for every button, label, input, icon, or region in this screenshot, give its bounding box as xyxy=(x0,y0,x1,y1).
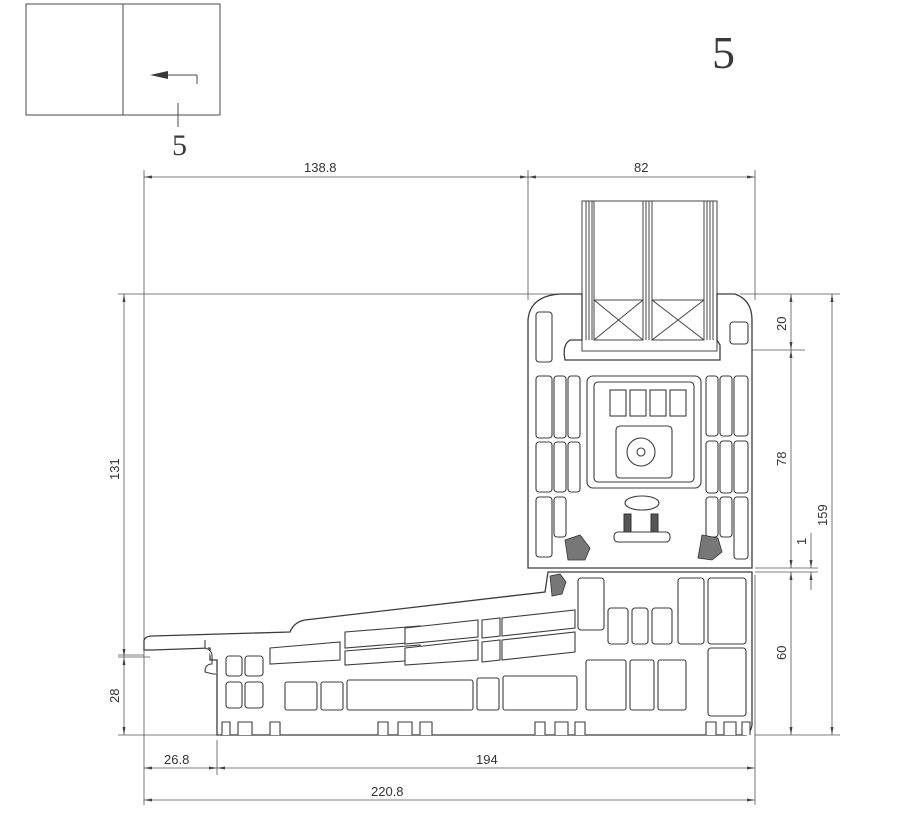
dim-bottom-total-width: 220.8 xyxy=(371,784,404,799)
dim-right-total: 159 xyxy=(815,504,830,526)
section-number: 5 xyxy=(712,27,735,78)
dim-bottom-left-width: 26.8 xyxy=(164,752,189,767)
key-plan: 5 xyxy=(25,3,221,162)
dimension-lines xyxy=(122,175,834,802)
dim-bottom-right-width: 194 xyxy=(476,752,498,767)
extension-lines xyxy=(118,170,840,805)
dim-left-total-height: 131 xyxy=(107,458,122,480)
dim-top-left-width: 138.8 xyxy=(304,160,337,175)
dimension-labels: 138.8 82 131 28 20 78 1 159 60 26.8 194 … xyxy=(107,160,830,799)
glazing-unit xyxy=(581,200,718,352)
sill-profile xyxy=(143,571,753,736)
dim-top-right-width: 82 xyxy=(634,160,648,175)
dim-left-lower-height: 28 xyxy=(107,689,122,703)
sash-profile xyxy=(527,293,753,569)
dim-right-bottom: 60 xyxy=(774,646,789,660)
dim-right-gap: 1 xyxy=(794,538,809,545)
section-arrow-icon xyxy=(150,71,198,127)
dim-right-top: 20 xyxy=(774,317,789,331)
dim-right-middle: 78 xyxy=(774,452,789,466)
section-marker-label: 5 xyxy=(172,129,187,162)
